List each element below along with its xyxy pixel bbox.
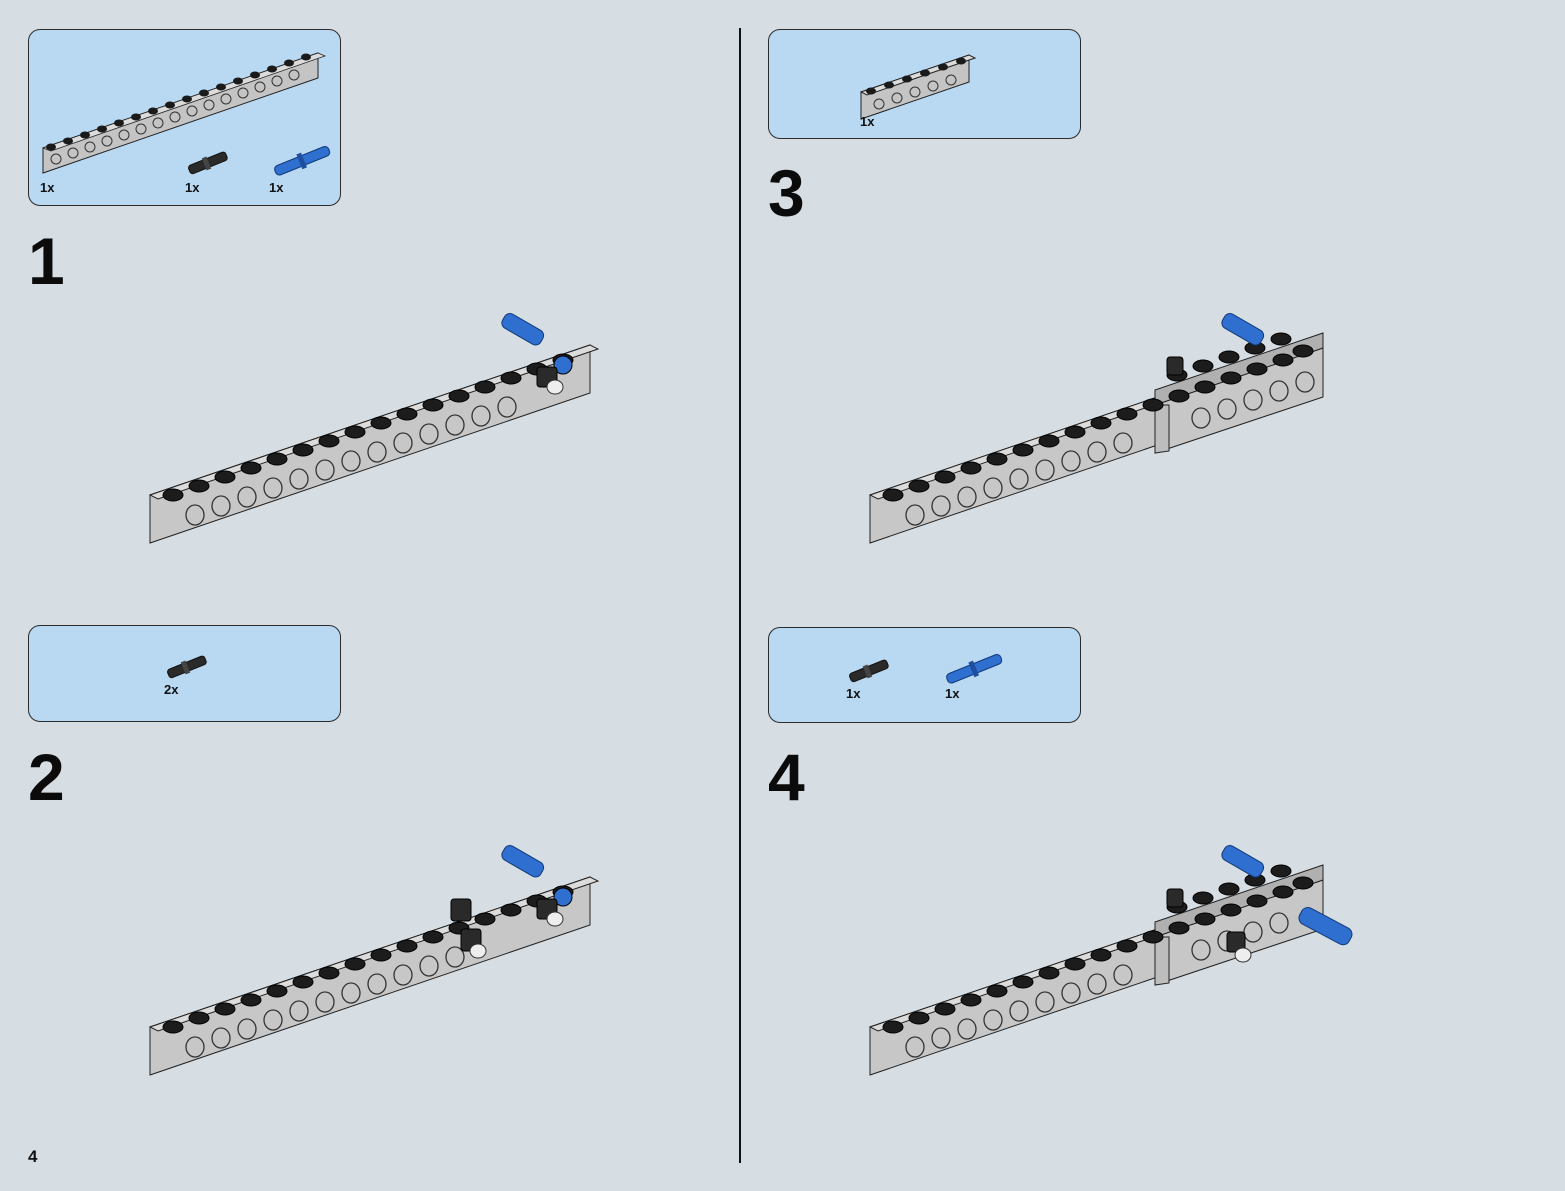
technic-brick-1x16-icon [41, 52, 327, 174]
black-friction-pin-icon [167, 655, 207, 679]
parts-callout-step-1: 1x 1x 1x [28, 29, 341, 206]
page-divider [739, 28, 741, 1163]
part-qty-3: 1x [269, 180, 284, 195]
part-qty-1: 2x [164, 682, 179, 697]
part-qty-2: 1x [185, 180, 200, 195]
step-2-assembly [148, 845, 600, 1076]
step-4-assembly [868, 845, 1353, 1076]
technic-brick-1x6-icon [859, 54, 977, 120]
blue-axle-pin-icon [274, 145, 331, 176]
part-qty-1: 1x [846, 686, 861, 701]
part-qty-2: 1x [945, 686, 960, 701]
step-number-1: 1 [28, 224, 65, 298]
parts-callout-step-3: 1x [768, 29, 1081, 139]
step-number-3: 3 [768, 156, 805, 230]
brick-studs [46, 53, 311, 151]
parts-callout-step-4: 1x 1x [768, 627, 1081, 723]
step-1-assembly [148, 313, 600, 544]
blue-axle-pin-icon [946, 653, 1003, 684]
step-number-4: 4 [768, 740, 805, 814]
parts-callout-step-2: 2x [28, 625, 341, 722]
step-3-assembly [868, 313, 1324, 544]
black-friction-pin-icon [849, 659, 889, 683]
part-qty-1: 1x [40, 180, 55, 195]
black-friction-pin-icon [188, 151, 228, 175]
step-number-2: 2 [28, 740, 65, 814]
page-number: 4 [28, 1147, 38, 1166]
part-qty-1: 1x [860, 114, 875, 129]
